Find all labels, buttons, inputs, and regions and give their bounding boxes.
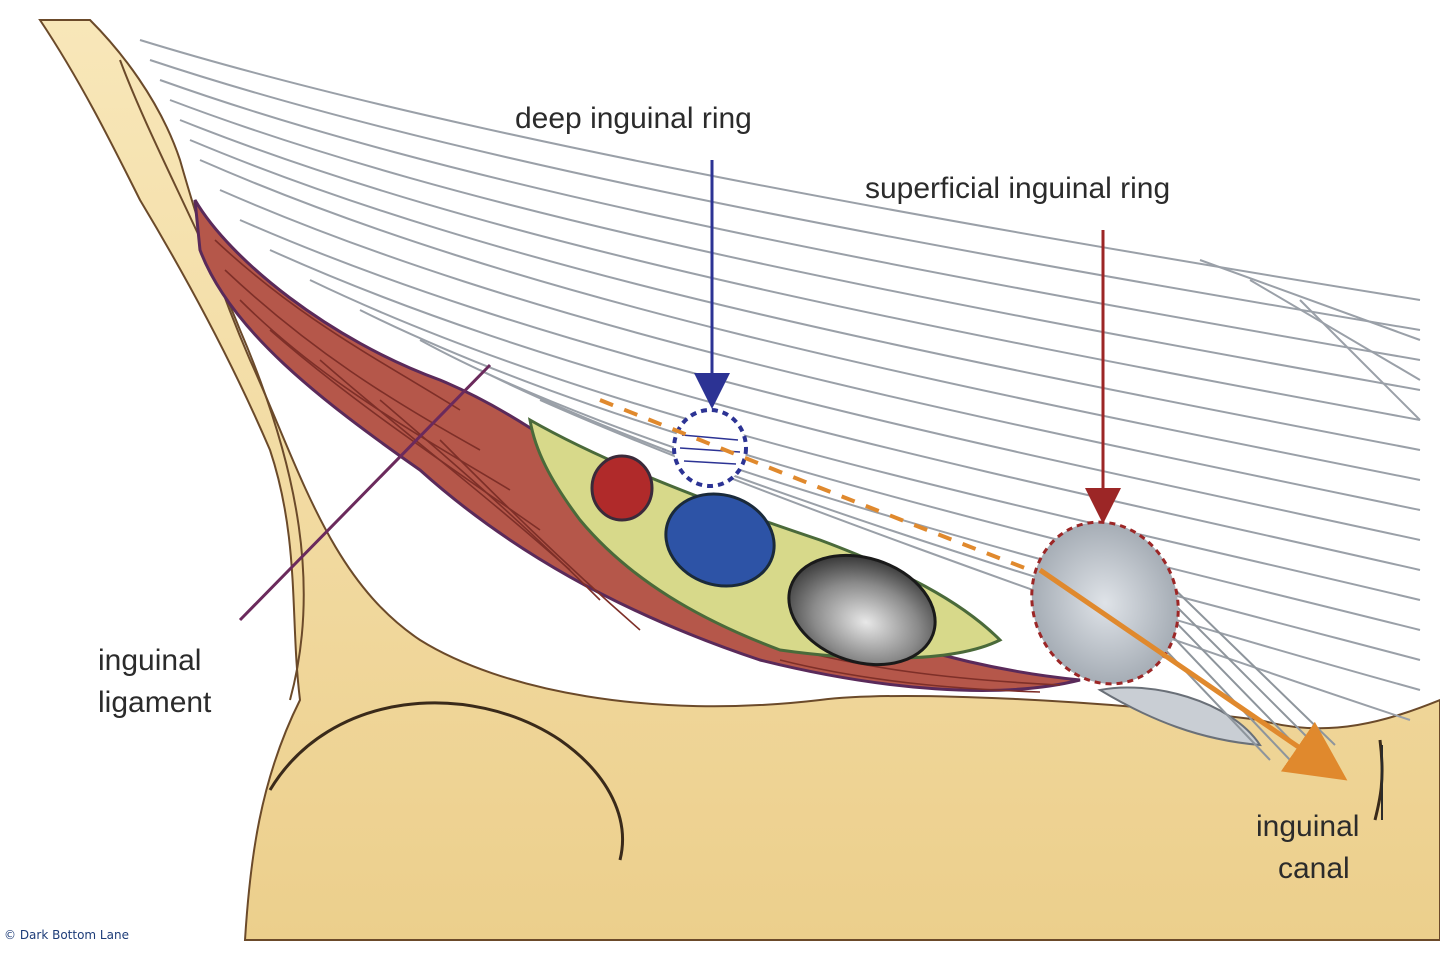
superficial-inguinal-ring-label: superficial inguinal ring: [865, 172, 1171, 205]
inguinal-canal-path: [599, 398, 1031, 572]
iliopsoas-muscle: [193, 199, 1081, 692]
inguinal-canal-arrow: [1038, 567, 1348, 781]
inguinal-ligament-pointer: [238, 363, 492, 622]
aponeurosis-fibers: [139, 39, 1421, 721]
femoral-vein: [664, 492, 776, 588]
bone-contour: [119, 59, 305, 701]
lymph-node-canal: [787, 553, 937, 667]
credit-text: © Dark Bottom Lane: [4, 928, 129, 942]
muscle-fascicles: [214, 239, 1061, 693]
inguinal-ligament-label: inguinal ligament: [98, 644, 212, 719]
inguinal-canal-label: inguinal canal: [1256, 810, 1360, 885]
femoral-artery: [590, 454, 654, 522]
lacunar-ligament: [1097, 686, 1262, 747]
obturator-contour: [268, 701, 624, 861]
deep-inguinal-ring: [672, 408, 748, 488]
deep-inguinal-ring-label: deep inguinal ring: [515, 102, 752, 135]
superficial-inguinal-ring: [1030, 520, 1180, 686]
pelvic-bone: [38, 19, 1440, 941]
